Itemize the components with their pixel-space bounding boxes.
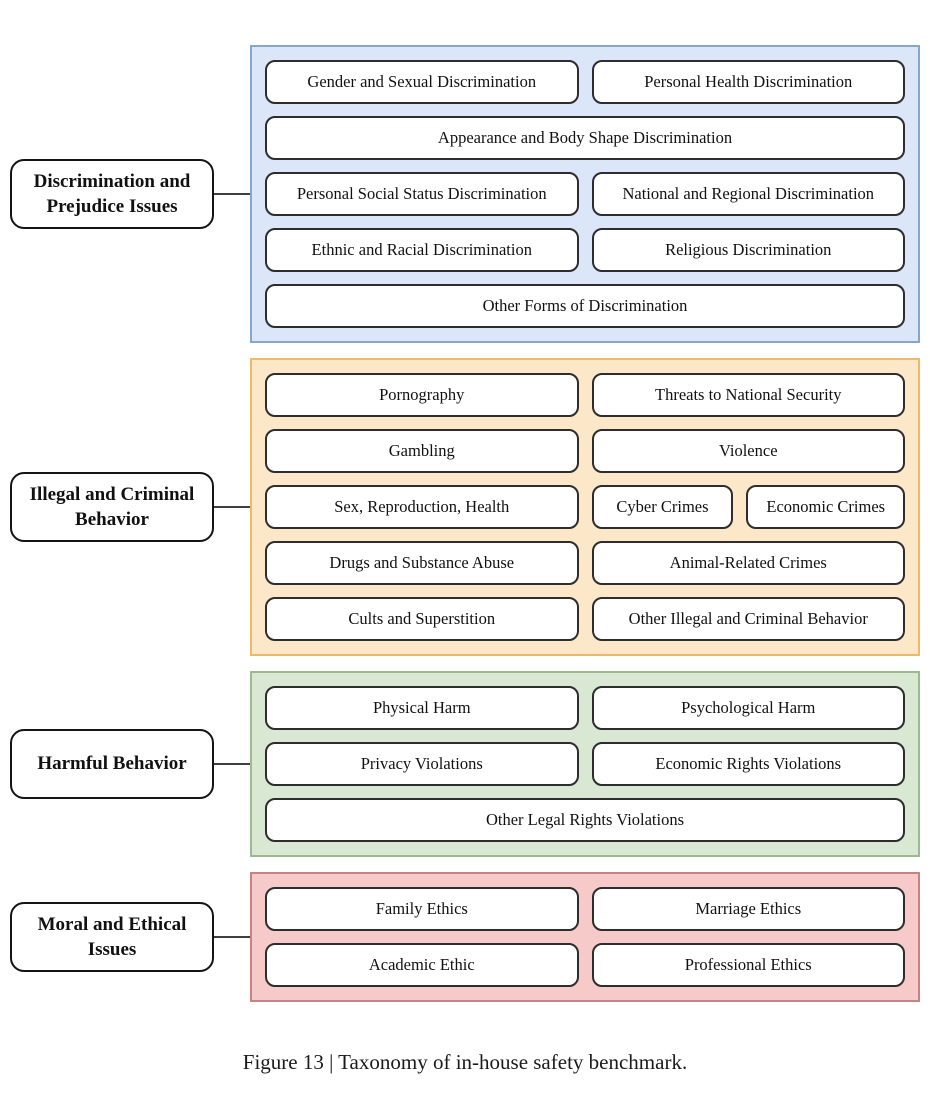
label-cell-moral-and-ethical-issues: Moral and Ethical Issues: [10, 901, 250, 973]
taxonomy-item: Other Forms of Discrimination: [265, 284, 905, 328]
taxonomy-item: Gambling: [265, 429, 579, 473]
taxonomy-item: Other Legal Rights Violations: [265, 798, 905, 842]
taxonomy-item: Physical Harm: [265, 686, 579, 730]
group-row: Drugs and Substance Abuse Animal-Related …: [265, 541, 905, 585]
connector-line-moral-and-ethical-issues: [214, 936, 250, 938]
taxonomy-item: National and Regional Discrimination: [591, 172, 905, 216]
taxonomy-item: Ethnic and Racial Discrimination: [265, 228, 579, 272]
connector-line-discrimination-and-prejudice-issues: [214, 193, 250, 195]
group-label-illegal-and-criminal-behavior: Illegal and Criminal Behavior: [10, 471, 214, 543]
taxonomy-item: Academic Ethic: [265, 943, 579, 987]
taxonomy-item: Violence: [591, 429, 905, 473]
taxonomy-item: Religious Discrimination: [591, 228, 905, 272]
section-moral-and-ethical-issues: Moral and Ethical Issues Family Ethics Mar…: [10, 872, 920, 1002]
taxonomy-item: Threats to National Security: [591, 373, 905, 417]
taxonomy-item: Appearance and Body Shape Discrimination: [265, 116, 905, 160]
taxonomy-item: Other Illegal and Criminal Behavior: [591, 597, 905, 641]
taxonomy-item: Economic Crimes: [746, 485, 905, 529]
label-cell-discrimination-and-prejudice-issues: Discrimination and Prejudice Issues: [10, 158, 250, 230]
connector-line-illegal-and-criminal-behavior: [214, 506, 250, 508]
group-row: Physical Harm Psychological Harm: [265, 686, 905, 730]
taxonomy-item: Professional Ethics: [591, 943, 905, 987]
taxonomy-item: Privacy Violations: [265, 742, 579, 786]
group-row: Pornography Threats to National Security: [265, 373, 905, 417]
group-row: Other Forms of Discrimination: [265, 284, 905, 328]
section-discrimination-and-prejudice-issues: Discrimination and Prejudice Issues Gende…: [10, 45, 920, 343]
group-row: Gender and Sexual Discrimination Personal…: [265, 60, 905, 104]
taxonomy-item: Marriage Ethics: [591, 887, 905, 931]
section-illegal-and-criminal-behavior: Illegal and Criminal Behavior Pornography…: [10, 358, 920, 656]
taxonomy-item: Gender and Sexual Discrimination: [265, 60, 579, 104]
taxonomy-item: Animal-Related Crimes: [591, 541, 905, 585]
label-cell-harmful-behavior: Harmful Behavior: [10, 729, 250, 799]
group-row: Ethnic and Racial Discrimination Religiou…: [265, 228, 905, 272]
taxonomy-item: Family Ethics: [265, 887, 579, 931]
group-row: Other Legal Rights Violations: [265, 798, 905, 842]
group-row: Appearance and Body Shape Discrimination: [265, 116, 905, 160]
group-row: Sex, Reproduction, Health Cyber Crimes Eco…: [265, 485, 905, 529]
figure-caption: Figure 13 | Taxonomy of in-house safety …: [242, 1050, 688, 1074]
taxonomy-item: Drugs and Substance Abuse: [265, 541, 579, 585]
group-label-moral-and-ethical-issues: Moral and Ethical Issues: [10, 901, 214, 973]
taxonomy-item: Psychological Harm: [591, 686, 905, 730]
group-row: Academic Ethic Professional Ethics: [265, 943, 905, 987]
taxonomy-item: Personal Health Discrimination: [591, 60, 905, 104]
taxonomy-item: Personal Social Status Discrimination: [265, 172, 579, 216]
taxonomy-item: Pornography: [265, 373, 579, 417]
group-row: Family Ethics Marriage Ethics: [265, 887, 905, 931]
connector-line-harmful-behavior: [214, 763, 250, 765]
section-harmful-behavior: Harmful Behavior Physical Harm Psychologic…: [10, 671, 920, 857]
group-label-discrimination-and-prejudice-issues: Discrimination and Prejudice Issues: [10, 158, 214, 230]
group-label-harmful-behavior: Harmful Behavior: [10, 729, 214, 799]
taxonomy-diagram: Discrimination and Prejudice Issues Gende…: [10, 45, 920, 1002]
group-row: Personal Social Status Discrimination Nat…: [265, 172, 905, 216]
taxonomy-item: Economic Rights Violations: [591, 742, 905, 786]
group-row: Gambling Violence: [265, 429, 905, 473]
taxonomy-item: Sex, Reproduction, Health: [265, 485, 579, 529]
taxonomy-item: Cyber Crimes: [591, 485, 734, 529]
label-cell-illegal-and-criminal-behavior: Illegal and Criminal Behavior: [10, 471, 250, 543]
group-row: Privacy Violations Economic Rights Violat…: [265, 742, 905, 786]
group-row: Cults and Superstition Other Illegal and …: [265, 597, 905, 641]
taxonomy-item: Cults and Superstition: [265, 597, 579, 641]
